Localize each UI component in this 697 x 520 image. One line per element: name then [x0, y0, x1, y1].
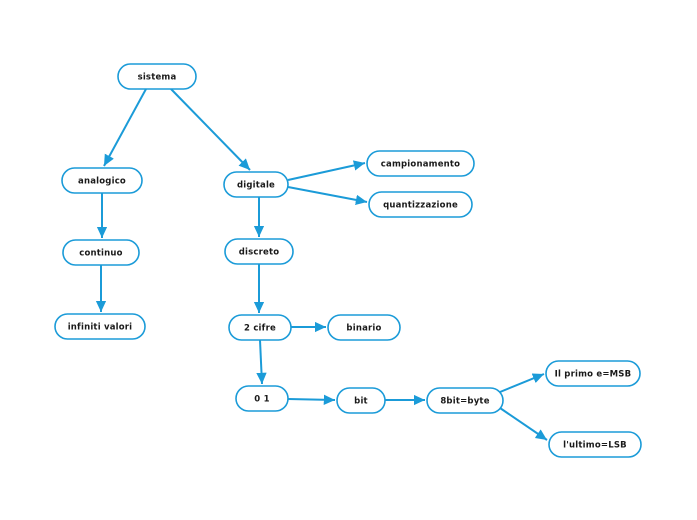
node-shape-analogico [61, 167, 143, 194]
node-shape-8bit-byte [426, 387, 504, 414]
node-label-msb: Il primo e=MSB [555, 370, 632, 380]
node-label-8bit-byte: 8bit=byte [440, 397, 489, 407]
edge-sistema-to-digitale [170, 88, 251, 171]
node-digitale[interactable]: digitale [223, 171, 289, 198]
node-analogico[interactable]: analogico [61, 167, 143, 194]
node-label-infiniti-valori: infiniti valori [68, 323, 133, 333]
node-label-zero-uno: 0 1 [254, 395, 269, 405]
node-infiniti-valori[interactable]: infiniti valori [54, 313, 146, 340]
node-shape-zero-uno [235, 385, 289, 412]
node-binario[interactable]: binario [327, 314, 401, 341]
node-8bit-byte[interactable]: 8bit=byte [426, 387, 504, 414]
node-label-campionamento: campionamento [381, 160, 460, 170]
node-label-bit: bit [354, 397, 368, 407]
node-shape-infiniti-valori [54, 313, 146, 340]
node-label-continuo: continuo [79, 249, 122, 259]
edge-8bit-byte-to-msb [499, 373, 545, 393]
edge-digitale-to-quantizzazione [287, 186, 368, 206]
node-sistema[interactable]: sistema [117, 63, 197, 90]
nodes-layer: sistema analogico digitale campionamento qua… [54, 63, 642, 458]
edge-zero-uno-to-bit [287, 394, 336, 405]
node-lsb[interactable]: l'ultimo=LSB [548, 431, 642, 458]
node-shape-lsb [548, 431, 642, 458]
node-label-discreto: discreto [239, 248, 280, 258]
node-campionamento[interactable]: campionamento [366, 150, 475, 177]
edges-layer [95, 88, 548, 441]
node-due-cifre[interactable]: 2 cifre [228, 314, 292, 341]
node-shape-sistema [117, 63, 197, 90]
edge-digitale-to-campionamento [287, 160, 366, 181]
node-continuo[interactable]: continuo [62, 239, 140, 266]
node-shape-campionamento [366, 150, 475, 177]
edge-due-cifre-to-zero-uno [256, 339, 267, 385]
node-label-binario: binario [346, 324, 381, 334]
node-label-analogico: analogico [78, 177, 126, 187]
node-zero-uno[interactable]: 0 1 [235, 385, 289, 412]
node-shape-quantizzazione [368, 191, 473, 218]
node-label-lsb: l'ultimo=LSB [563, 441, 627, 451]
node-shape-discreto [224, 238, 294, 265]
node-quantizzazione[interactable]: quantizzazione [368, 191, 473, 218]
node-shape-due-cifre [228, 314, 292, 341]
node-shape-continuo [62, 239, 140, 266]
node-label-sistema: sistema [138, 73, 177, 83]
node-shape-binario [327, 314, 401, 341]
node-label-quantizzazione: quantizzazione [383, 201, 458, 211]
node-discreto[interactable]: discreto [224, 238, 294, 265]
node-msb[interactable]: Il primo e=MSB [545, 360, 641, 387]
edge-8bit-byte-to-lsb [499, 407, 548, 441]
node-label-due-cifre: 2 cifre [244, 324, 276, 334]
node-bit[interactable]: bit [336, 387, 386, 414]
edge-sistema-to-analogico [103, 88, 147, 167]
node-shape-digitale [223, 171, 289, 198]
node-shape-bit [336, 387, 386, 414]
node-label-digitale: digitale [237, 181, 275, 191]
node-shape-msb [545, 360, 641, 387]
